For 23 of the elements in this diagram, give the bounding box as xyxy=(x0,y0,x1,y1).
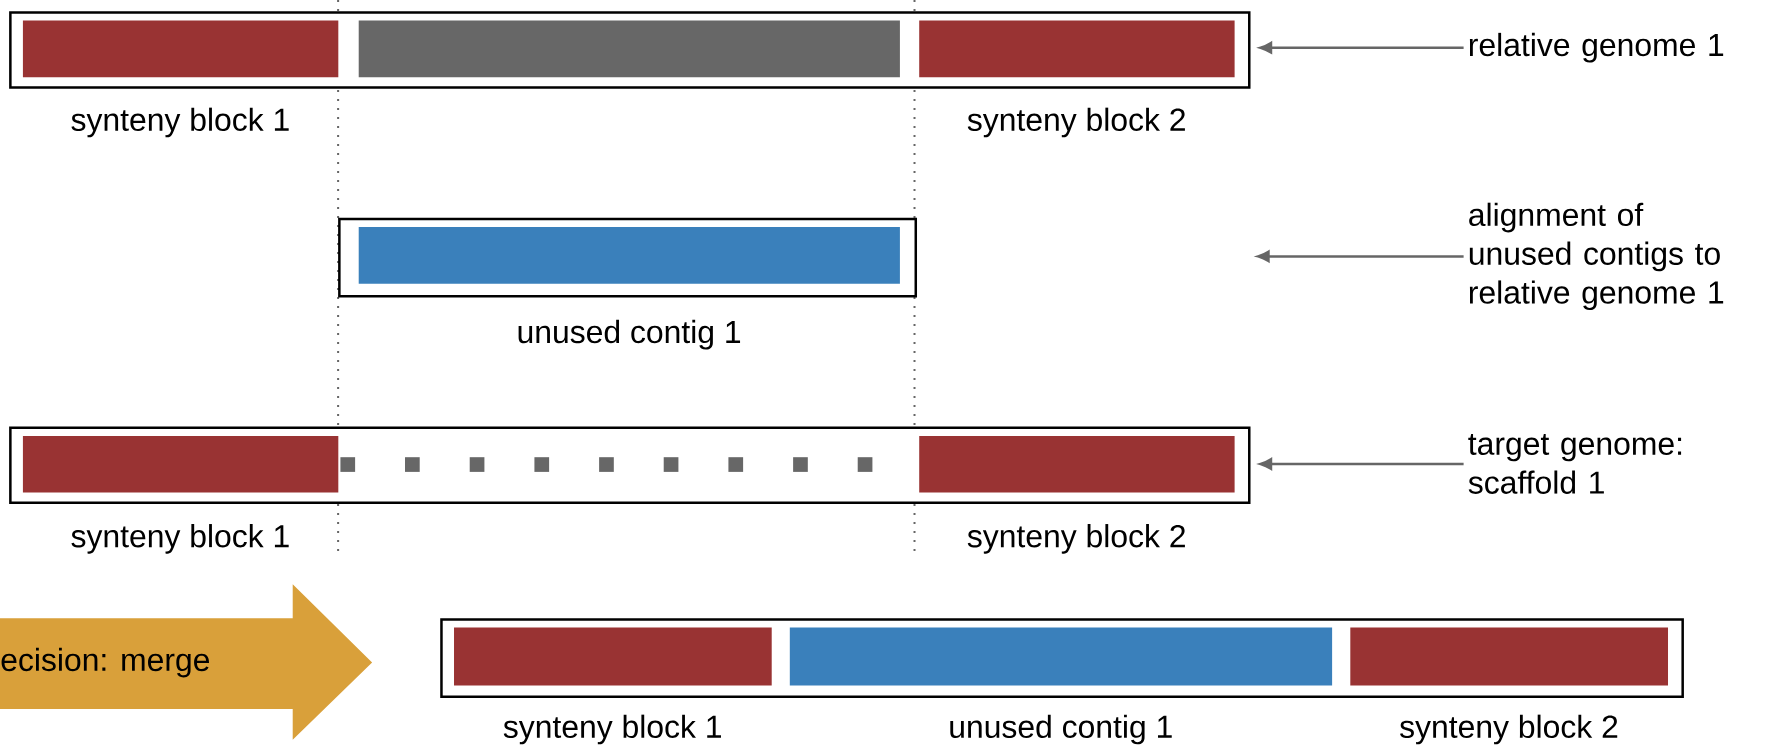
bar-label: synteny block 2 xyxy=(1400,714,1618,745)
description-text: relative genome 1 xyxy=(1469,32,1724,63)
sequence-bar xyxy=(919,20,1235,78)
bar-label: unused contig 1 xyxy=(950,714,1172,745)
bar-label: synteny block 1 xyxy=(71,107,289,138)
arrow xyxy=(1259,458,1464,470)
sequence-bar xyxy=(358,227,900,284)
bar-label: synteny block 1 xyxy=(71,524,289,554)
sequence-bar xyxy=(454,627,772,686)
sequence-bar xyxy=(22,435,339,493)
sequence-bar xyxy=(1350,627,1668,686)
sequence-bar xyxy=(919,435,1235,493)
bar-label: synteny block 2 xyxy=(967,524,1185,554)
arrow xyxy=(1256,250,1464,263)
description-text: target genome: scaffold 1 xyxy=(1468,434,1682,494)
bar-label: synteny block 1 xyxy=(503,714,721,745)
bar-label: unused contig 1 xyxy=(518,319,741,350)
bar-label: synteny block 2 xyxy=(967,107,1185,138)
sequence-bar xyxy=(789,627,1333,686)
sequence-bar xyxy=(358,20,900,78)
arrow xyxy=(1259,41,1464,54)
description-text: alignment of unused contigs to relative genome 1 xyxy=(1469,202,1724,311)
sequence-bar xyxy=(22,20,339,78)
